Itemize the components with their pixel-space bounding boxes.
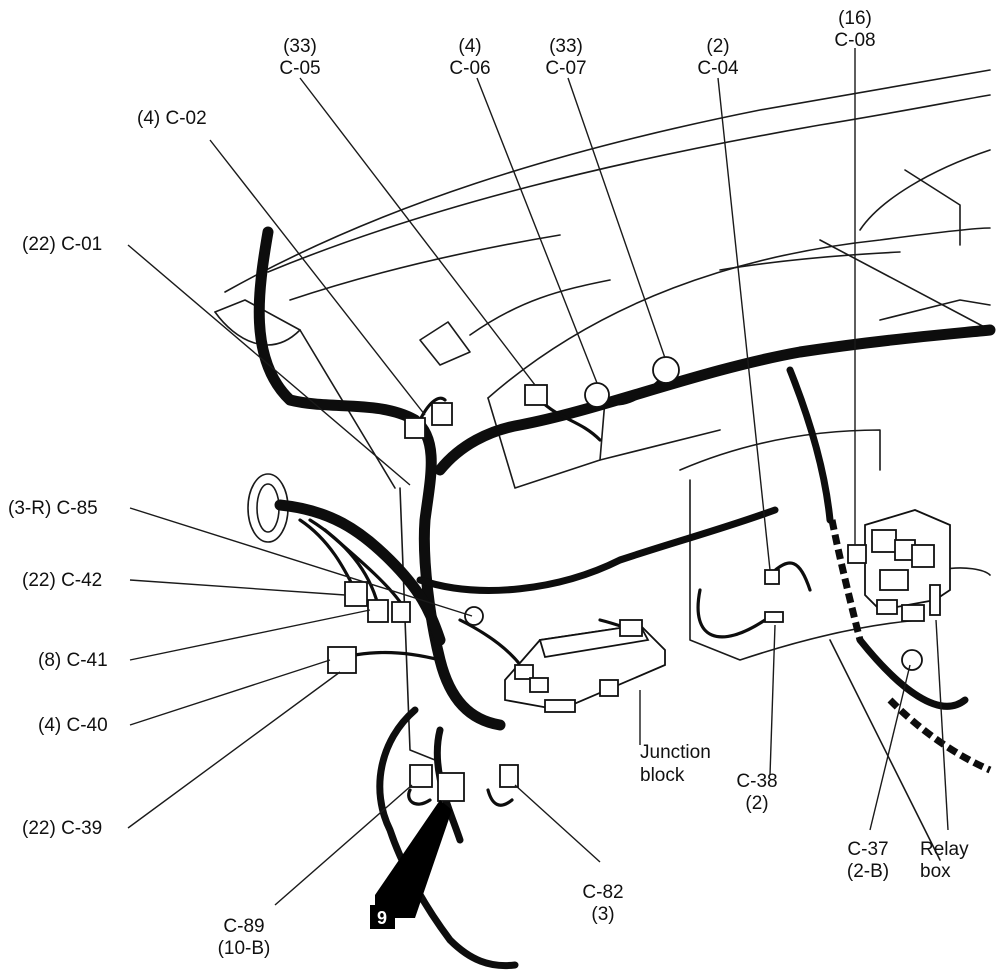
label-c82-id: C-82 bbox=[582, 882, 623, 903]
connector-c38 bbox=[764, 611, 784, 623]
label-relay-line2: box bbox=[920, 861, 951, 882]
connector-c02 bbox=[431, 402, 453, 426]
label-c01: (22) C-01 bbox=[22, 234, 102, 255]
label-c06-count: (4) bbox=[458, 36, 481, 57]
label-c40: (4) C-40 bbox=[38, 715, 108, 736]
connector-c41b bbox=[391, 601, 411, 623]
label-relay-line1: Relay bbox=[920, 839, 969, 860]
label-c39: (22) C-39 bbox=[22, 818, 102, 839]
relay-box bbox=[864, 509, 951, 622]
label-c89-count: (10-B) bbox=[218, 938, 271, 959]
label-c08-id: C-08 bbox=[834, 30, 875, 51]
connector-c01 bbox=[404, 417, 426, 439]
label-c85: (3-R) C-85 bbox=[8, 498, 98, 519]
label-c05-id: C-05 bbox=[279, 58, 320, 79]
wiring-harness bbox=[253, 226, 996, 970]
connector-c05 bbox=[524, 384, 548, 406]
label-c07-id: C-07 bbox=[545, 58, 586, 79]
label-c04-id: C-04 bbox=[697, 58, 739, 79]
label-c04-count: (2) bbox=[706, 36, 729, 57]
callout-labels: (22) C-01 (4) C-02 (33) C-05 (4) C-06 (3… bbox=[8, 8, 969, 959]
connectors bbox=[327, 356, 923, 802]
junction-block bbox=[504, 619, 666, 713]
view-marker-label: 9 bbox=[377, 908, 387, 928]
label-c06-id: C-06 bbox=[449, 58, 490, 79]
label-c42: (22) C-42 bbox=[22, 570, 102, 591]
label-c41: (8) C-41 bbox=[38, 650, 108, 671]
leader-lines bbox=[127, 48, 949, 906]
connector-c08 bbox=[847, 544, 867, 564]
label-c89-id: C-89 bbox=[223, 916, 264, 937]
dashboard-outline bbox=[214, 69, 991, 861]
label-c37-id: C-37 bbox=[847, 839, 888, 860]
connector-c42 bbox=[344, 581, 368, 607]
connector-c89b bbox=[437, 772, 465, 802]
connector-c06 bbox=[584, 382, 610, 408]
connector-c89a bbox=[409, 764, 433, 788]
label-c02: (4) C-02 bbox=[137, 108, 207, 129]
connector-c85 bbox=[464, 606, 484, 626]
label-junction-line1: Junction bbox=[640, 742, 711, 763]
connector-c04 bbox=[764, 569, 780, 585]
label-junction-line2: block bbox=[640, 765, 685, 786]
connector-c39 bbox=[327, 646, 357, 674]
label-c08-count: (16) bbox=[838, 8, 872, 29]
label-c05-count: (33) bbox=[283, 36, 317, 57]
label-c38-count: (2) bbox=[745, 793, 768, 814]
label-c38-id: C-38 bbox=[736, 771, 777, 792]
label-c82-count: (3) bbox=[591, 904, 614, 925]
connector-c41 bbox=[367, 599, 389, 623]
connector-c82 bbox=[499, 764, 519, 788]
connector-c07 bbox=[652, 356, 680, 384]
label-c37-count: (2-B) bbox=[847, 861, 889, 882]
label-c07-count: (33) bbox=[549, 36, 583, 57]
view-marker: 9 bbox=[370, 800, 452, 929]
connector-c37 bbox=[901, 649, 923, 671]
